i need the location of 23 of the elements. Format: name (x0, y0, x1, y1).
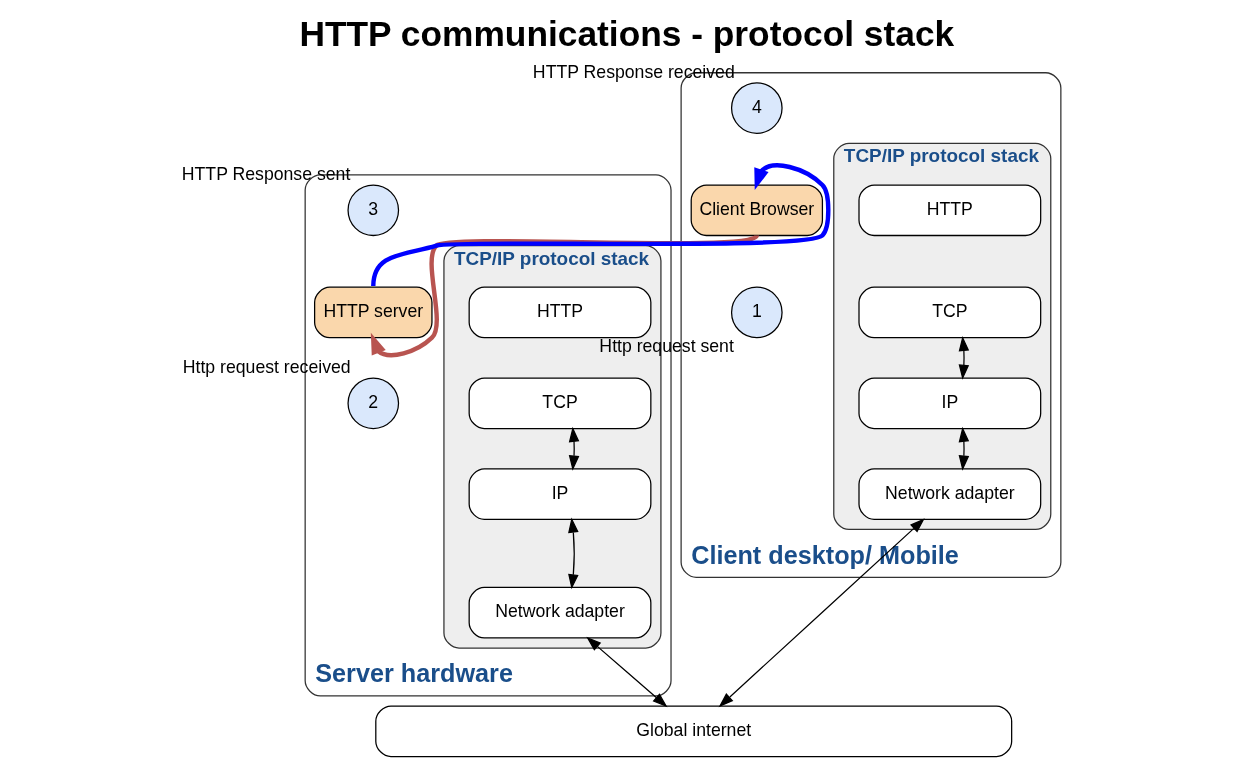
node-circle: 3 (347, 184, 400, 237)
diagram-title: HTTP communications - protocol stack (299, 13, 955, 53)
node-box: Network adapter (858, 468, 1042, 520)
node-circle: 4 (730, 82, 783, 134)
node-box: HTTP (858, 184, 1042, 237)
arrow (718, 518, 925, 708)
node-box: Global internet (375, 705, 1013, 758)
node-box: IP (468, 468, 652, 520)
arrow (958, 426, 970, 471)
node-circle: 2 (347, 377, 400, 430)
node-box: TCP (858, 286, 1042, 339)
node-box: Client Browser (690, 184, 824, 237)
arrow (568, 426, 580, 471)
node-box: IP (858, 377, 1042, 430)
node-box: HTTP (468, 286, 652, 339)
node-box: Network adapter (468, 586, 652, 639)
node-box: TCP (468, 377, 652, 430)
node-circle: 1 (730, 286, 783, 339)
arrow (586, 636, 668, 708)
arrow (370, 233, 758, 358)
node-box: HTTP server (314, 286, 433, 339)
arrow (958, 335, 970, 380)
arrow (568, 517, 579, 590)
